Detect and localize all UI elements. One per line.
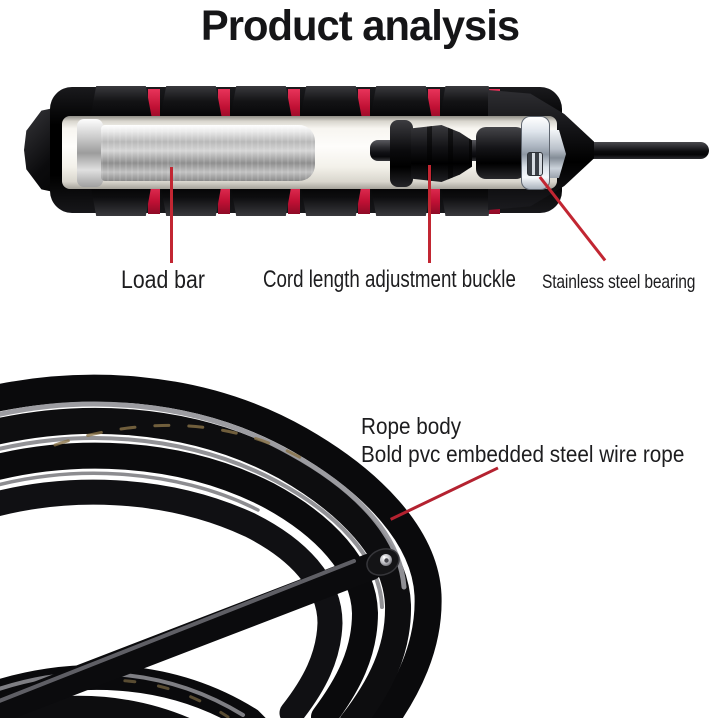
- label-steel-bearing: Stainless steel bearing: [542, 271, 696, 293]
- red-band: [358, 183, 370, 214]
- wire-glint: [53, 423, 312, 465]
- red-band: [148, 183, 160, 214]
- foam-segment: [90, 86, 152, 119]
- buckle-flange: [390, 120, 413, 187]
- load-bar: [101, 125, 315, 181]
- rope-coil-illustration: [0, 374, 442, 718]
- red-band: [428, 183, 440, 214]
- callout-line-load-bar: [170, 167, 173, 263]
- callout-line-bearing: [539, 176, 607, 262]
- rope-highlight: [0, 471, 260, 512]
- red-band: [288, 89, 300, 120]
- red-band: [358, 89, 370, 120]
- foam-segment: [230, 86, 292, 119]
- red-band: [288, 183, 300, 214]
- rope-highlight: [0, 559, 356, 703]
- rope-cut-end: [366, 548, 400, 576]
- foam-segment: [370, 86, 432, 119]
- red-band: [218, 183, 230, 214]
- red-band: [218, 89, 230, 120]
- wire-glint: [23, 678, 230, 718]
- foam-segment: [160, 86, 222, 119]
- rope-cut-strand: [0, 553, 384, 718]
- rope-strand: [0, 553, 384, 718]
- load-bar-flange: [77, 119, 103, 187]
- rope-strand: [0, 442, 379, 718]
- foam-segment: [300, 86, 362, 119]
- red-band: [428, 89, 440, 120]
- page-title: Product analysis: [200, 2, 520, 50]
- label-rope-body-line1: Rope body: [361, 413, 462, 439]
- rope-strand: [0, 407, 412, 718]
- label-rope-body: Rope body Bold pvc embedded steel wire r…: [361, 413, 684, 468]
- cord-stopper: [476, 127, 526, 179]
- bearing-race-slot: [527, 152, 543, 176]
- label-load-bar: Load bar: [121, 266, 205, 294]
- core-center: [384, 558, 389, 563]
- callout-line-buckle: [428, 165, 431, 263]
- label-adjustment-buckle: Cord length adjustment buckle: [263, 266, 516, 293]
- label-rope-body-line2: Bold pvc embedded steel wire rope: [361, 440, 685, 467]
- foam-segment: [440, 86, 494, 119]
- red-band: [148, 89, 160, 120]
- rope-strand: [0, 479, 343, 718]
- core-glint: [382, 555, 386, 559]
- rope-cable-exit: [575, 142, 709, 159]
- rope-strand: [0, 374, 442, 718]
- cord-adjustment-buckle: [411, 125, 472, 182]
